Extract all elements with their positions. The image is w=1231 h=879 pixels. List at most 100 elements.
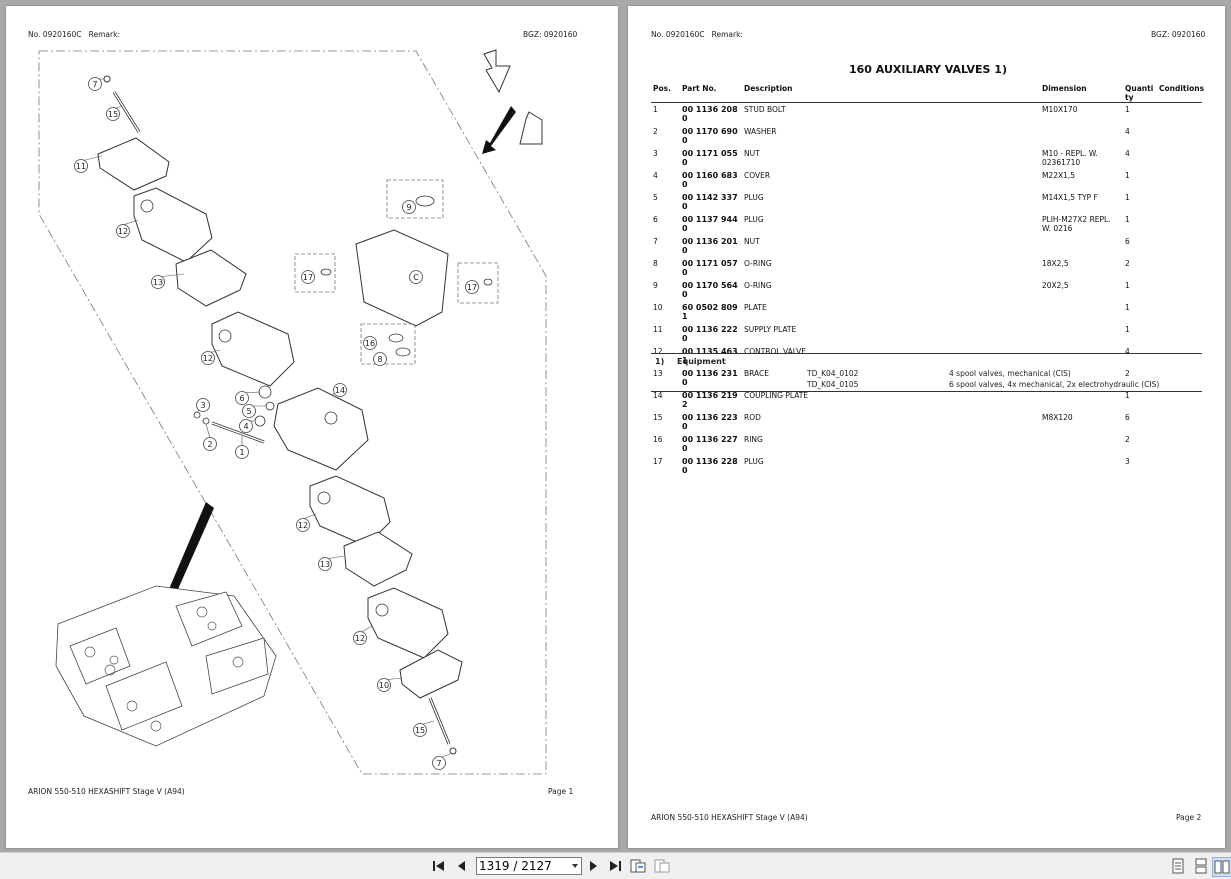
row-description: O-RING [744, 259, 772, 268]
equipment-code: TD_K04_0105 [807, 380, 859, 389]
single-page-view-button[interactable] [1169, 857, 1187, 875]
doc-number: No. 0920160C Remark: [28, 30, 120, 39]
row-dimension [1040, 125, 1123, 147]
two-page-view-button[interactable] [1212, 857, 1231, 877]
two-page-view-icon [1214, 860, 1230, 874]
row-pos: 12 [653, 347, 663, 356]
page-number-input[interactable]: 1319 / 2127 [476, 857, 582, 875]
row-conditions [1157, 389, 1202, 411]
row-quantity: 2 [1125, 259, 1130, 268]
row-part-no: 00 1171 055 0 [682, 149, 738, 167]
row-conditions [1157, 147, 1202, 169]
continuous-view-button[interactable] [1192, 857, 1210, 875]
svg-text:17: 17 [303, 273, 313, 282]
last-page-icon [610, 861, 621, 871]
parts-table: Pos. Part No. Description Dimension Quan… [651, 83, 1204, 477]
row-description: PLUG [744, 193, 764, 202]
prev-page-button[interactable] [453, 857, 471, 875]
row-description: ROD [744, 413, 761, 422]
col-part-no: Part No. [680, 83, 742, 103]
callout-number: 2 [203, 437, 217, 451]
callout-number: 15 [106, 107, 120, 121]
row-pos: 6 [653, 215, 658, 224]
row-pos: 11 [653, 325, 663, 334]
col-dimension: Dimension [1040, 83, 1123, 103]
page-1-footer-model: ARION 550-510 HEXASHIFT Stage V (A94) [28, 787, 185, 796]
row-conditions [1157, 235, 1202, 257]
row-dimension: M10X170 [1042, 105, 1078, 114]
row-description: CONTROL VALVE [744, 347, 807, 356]
svg-text:12: 12 [118, 227, 128, 236]
fit-width-icon [630, 859, 646, 873]
row-part-no: 00 1160 683 0 [682, 171, 738, 189]
next-page-button[interactable] [584, 857, 602, 875]
row-conditions [1157, 213, 1202, 235]
svg-text:6: 6 [239, 394, 244, 403]
row-part-no: 00 1136 227 0 [682, 435, 738, 453]
row-conditions [1157, 323, 1202, 345]
row-pos: 1 [653, 105, 658, 114]
callout-number: 9 [402, 200, 416, 214]
row-pos: 4 [653, 171, 658, 180]
svg-text:8: 8 [377, 355, 382, 364]
row-conditions [1157, 433, 1202, 455]
callout-number: 11 [74, 159, 88, 173]
callout-number: 7 [432, 756, 446, 770]
row-pos: 7 [653, 237, 658, 246]
row-dimension: M14X1,5 TYP F [1042, 193, 1098, 202]
svg-text:2: 2 [207, 440, 212, 449]
callout-number: 7 [88, 77, 102, 91]
row-quantity: 1 [1125, 193, 1130, 202]
row-conditions [1157, 345, 1202, 367]
row-conditions [1157, 169, 1202, 191]
svg-text:12: 12 [298, 521, 308, 530]
last-page-button[interactable] [606, 857, 624, 875]
callout-number: 13 [318, 557, 332, 571]
first-page-icon [433, 861, 444, 871]
callout-number: C [409, 270, 423, 284]
row-conditions [1157, 455, 1202, 477]
navigation-toolbar: 1319 / 2127 [0, 852, 1231, 879]
callout-number: 6 [235, 391, 249, 405]
row-quantity: 1 [1125, 281, 1130, 290]
page-2-footer-model: ARION 550-510 HEXASHIFT Stage V (A94) [651, 813, 808, 822]
row-dimension [1040, 433, 1123, 455]
row-dimension [1040, 235, 1123, 257]
row-description: SUPPLY PLATE [744, 325, 797, 334]
svg-text:5: 5 [246, 407, 251, 416]
page-indicator: 1319 / 2127 [479, 859, 552, 873]
fit-page-button[interactable] [653, 857, 671, 875]
callout-number: 15 [413, 723, 427, 737]
row-pos: 16 [653, 435, 663, 444]
prev-page-icon [458, 861, 465, 871]
fit-width-button[interactable] [629, 857, 647, 875]
chevron-down-icon [572, 864, 578, 868]
row-pos: 15 [653, 413, 663, 422]
first-page-button[interactable] [430, 857, 448, 875]
row-dimension [1040, 389, 1123, 411]
callout-number: 12 [201, 351, 215, 365]
footnote-divider [651, 353, 1202, 354]
bgz-number: BGZ: 0920160 [523, 30, 578, 39]
row-part-no: 00 1136 219 2 [682, 391, 738, 409]
row-quantity: 1 [1125, 215, 1130, 224]
callout-number: 14 [333, 383, 347, 397]
row-conditions [1157, 301, 1202, 323]
row-description: O-RING [744, 281, 772, 290]
row-conditions [1157, 411, 1202, 433]
row-conditions [1157, 367, 1202, 389]
row-quantity: 6 [1125, 413, 1130, 422]
row-pos: 3 [653, 149, 658, 158]
